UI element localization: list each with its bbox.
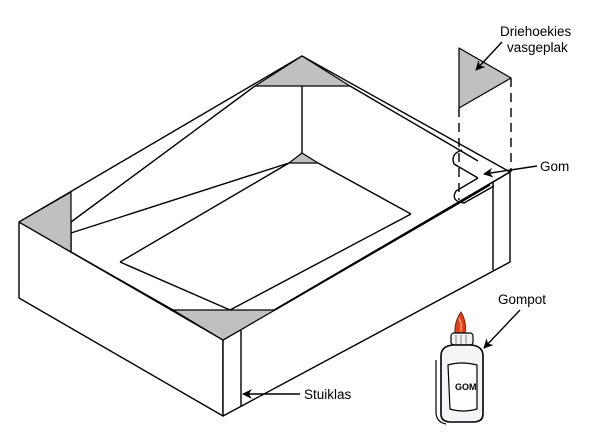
inner-floor-front-right (229, 213, 412, 311)
bottle-label: GOM (455, 382, 477, 392)
glue-bottle-icon: GOM (435, 311, 484, 425)
label-triangles-line2: vasgeplak (507, 40, 568, 55)
rim-right-inner-2 (455, 184, 491, 206)
inner-rim-back-right (349, 85, 457, 149)
label-glue-bottle: Gompot (498, 292, 546, 307)
arrow-glue-bottle (483, 309, 521, 349)
triangle-left (18, 191, 72, 253)
glue-bead-lower (453, 177, 495, 204)
label-glue: Gom (540, 159, 569, 174)
inner-floor-left-edge (119, 162, 290, 263)
inner-floor-right (317, 162, 412, 215)
inner-rim-back-left (70, 85, 256, 252)
label-triangles-line1: Driehoekies (500, 24, 572, 39)
triangle-front (172, 309, 276, 341)
inner-floor-front (119, 261, 231, 311)
arrow-triangles (475, 41, 503, 71)
label-butt-joint: Stuiklas (304, 387, 352, 402)
inner-rim-front-left (70, 251, 174, 311)
triangle-inner-floor (288, 152, 319, 164)
triangle-back (254, 55, 351, 87)
arrow-glue (483, 165, 538, 178)
glue-bead-upper (452, 149, 479, 179)
triangle-detached (458, 47, 512, 109)
inner-floor-left (70, 162, 290, 234)
